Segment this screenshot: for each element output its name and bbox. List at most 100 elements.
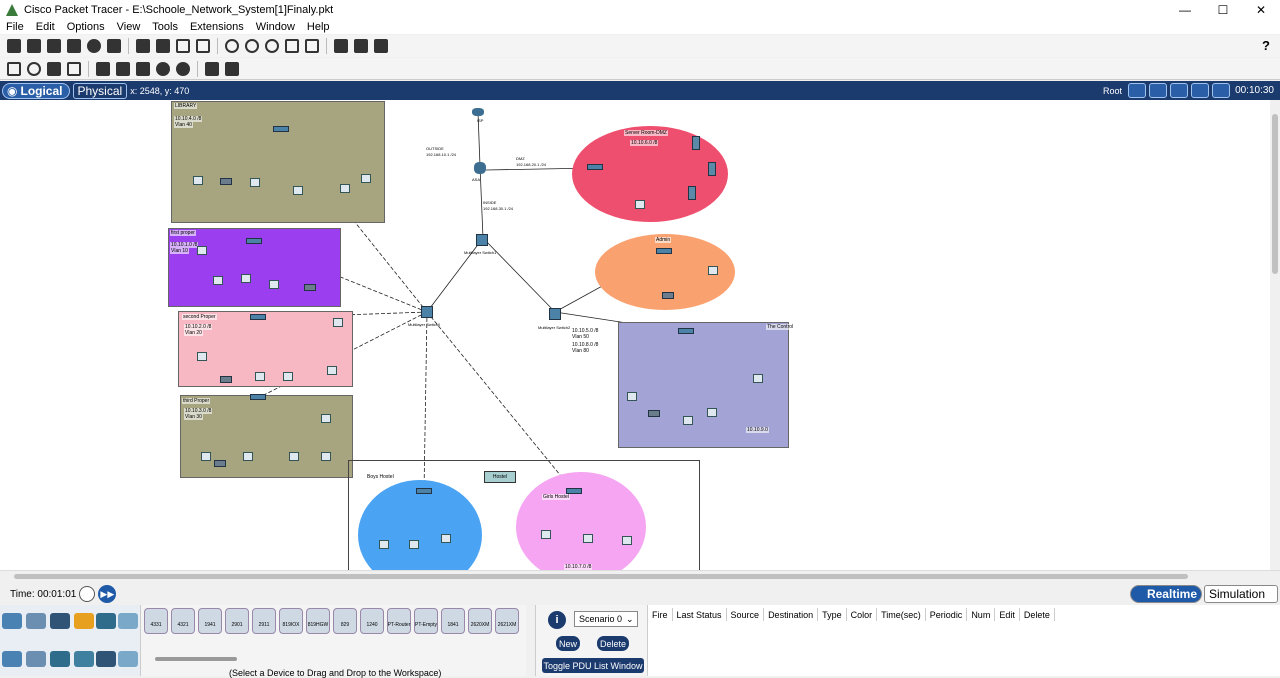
router-model-pt-router[interactable] [387,608,411,634]
delete-icon[interactable] [47,61,61,76]
dns-server[interactable] [688,186,696,200]
tab-logical[interactable]: ◉ Logical [2,82,70,99]
router-model-819iox[interactable] [279,608,303,634]
zoom-in-icon[interactable] [225,39,239,53]
menu-view[interactable]: View [116,21,141,33]
staff-office-pc[interactable] [753,374,763,383]
help-icon[interactable]: ? [1262,38,1270,53]
staff-printer[interactable] [648,410,660,417]
girls-pc[interactable] [541,530,551,539]
second-pc[interactable] [283,372,293,381]
router-model-4331[interactable] [144,608,168,634]
horizontal-scrollbar[interactable] [0,570,1280,582]
delete-scenario-button[interactable]: Delete [597,636,629,651]
library-printer[interactable] [220,178,232,185]
multilayer-switch-1[interactable] [476,234,488,246]
image-icon[interactable] [374,39,388,53]
first-switch[interactable] [246,238,262,244]
first-printer[interactable] [304,284,316,291]
library-pc[interactable] [361,174,371,183]
staff-pc[interactable] [707,408,717,417]
router-model-2621xm[interactable] [495,608,519,634]
router-model-819hgw[interactable] [306,608,330,634]
rectangle-icon[interactable] [136,61,150,76]
multiuser-icon[interactable] [118,613,138,629]
scenario-select[interactable]: Scenario 0 ⌄ [574,611,638,627]
staff-switch[interactable] [678,328,694,334]
library-pc[interactable] [193,176,203,185]
menu-options[interactable]: Options [66,21,105,33]
resize-icon[interactable] [67,61,81,76]
info-icon[interactable]: i [548,611,566,629]
girls-pc[interactable] [622,536,632,545]
vertical-scroll-thumb[interactable] [1272,114,1278,274]
router-model-829[interactable] [333,608,357,634]
simulation-mode-button[interactable]: Simulation [1204,585,1278,603]
cluster-icon[interactable] [1149,83,1168,98]
second-pc[interactable] [197,352,207,361]
second-pc[interactable] [327,366,337,375]
first-pc[interactable] [213,276,223,285]
first-pc[interactable] [197,246,207,255]
server-pc[interactable] [635,200,645,209]
staff-zone[interactable] [618,322,789,448]
vertical-scrollbar[interactable] [1270,100,1280,570]
realtime-mode-button[interactable]: Realtime [1130,585,1202,603]
select-icon[interactable] [7,61,21,76]
library-pc[interactable] [340,184,350,193]
network-info-icon[interactable] [354,39,368,53]
routers-icon[interactable] [2,651,22,667]
boys-pc[interactable] [379,540,389,549]
mail-server[interactable] [708,162,716,176]
freeform-icon[interactable] [176,61,190,76]
viewport-icon[interactable] [334,39,348,53]
tab-physical[interactable]: Physical [72,82,128,99]
second-printer[interactable] [220,376,232,383]
asa-firewall[interactable] [474,162,486,174]
third-printer[interactable] [214,460,226,467]
second-pc[interactable] [255,372,265,381]
router-model-1941[interactable] [198,608,222,634]
multilayer-switch-2[interactable] [549,308,561,320]
draw-palette-icon[interactable] [285,39,299,53]
switches-icon[interactable] [26,651,46,667]
third-switch[interactable] [250,394,266,400]
wizard-icon[interactable] [107,39,121,53]
girls-switch[interactable] [566,488,582,494]
router-model-2911[interactable] [252,608,276,634]
toggle-pdu-list-button[interactable]: Toggle PDU List Window [542,658,644,673]
horizontal-scroll-thumb[interactable] [14,574,1188,579]
save-icon[interactable] [47,39,61,53]
router-model-1841[interactable] [441,608,465,634]
library-pc[interactable] [250,178,260,187]
router-model-2620xm[interactable] [468,608,492,634]
zoom-out-icon[interactable] [265,39,279,53]
third-pc[interactable] [201,452,211,461]
staff-pc[interactable] [683,416,693,425]
library-zone[interactable] [171,101,385,223]
menu-window[interactable]: Window [255,21,295,33]
isp-router[interactable] [472,108,484,116]
connections-icon[interactable] [74,613,94,629]
library-switch[interactable] [273,126,289,132]
network-devices-icon[interactable] [2,613,22,629]
first-pc[interactable] [269,280,279,289]
first-pc[interactable] [241,274,251,283]
boys-pc[interactable] [441,534,451,543]
hostel-area[interactable] [348,460,700,570]
maximize-button[interactable]: ☐ [1217,3,1229,17]
menu-file[interactable]: File [6,21,24,33]
hubs-icon[interactable] [50,651,70,667]
wireless-devices-icon[interactable] [74,651,94,667]
menu-help[interactable]: Help [306,21,330,33]
logical-workspace[interactable]: LIBRARY 10.10.4.0 /8 Vlan 40 first prope… [0,100,1270,570]
boys-switch[interactable] [416,488,432,494]
move-object-icon[interactable] [1170,83,1189,98]
new-scenario-button[interactable]: New [556,636,580,651]
wan-emulation-icon[interactable] [118,651,138,667]
admin-laptop[interactable] [708,266,718,275]
ellipse-icon[interactable] [156,61,170,76]
draw-line-icon[interactable] [116,61,130,76]
boys-hostel-zone[interactable] [358,480,482,570]
menu-extensions[interactable]: Extensions [189,21,244,33]
